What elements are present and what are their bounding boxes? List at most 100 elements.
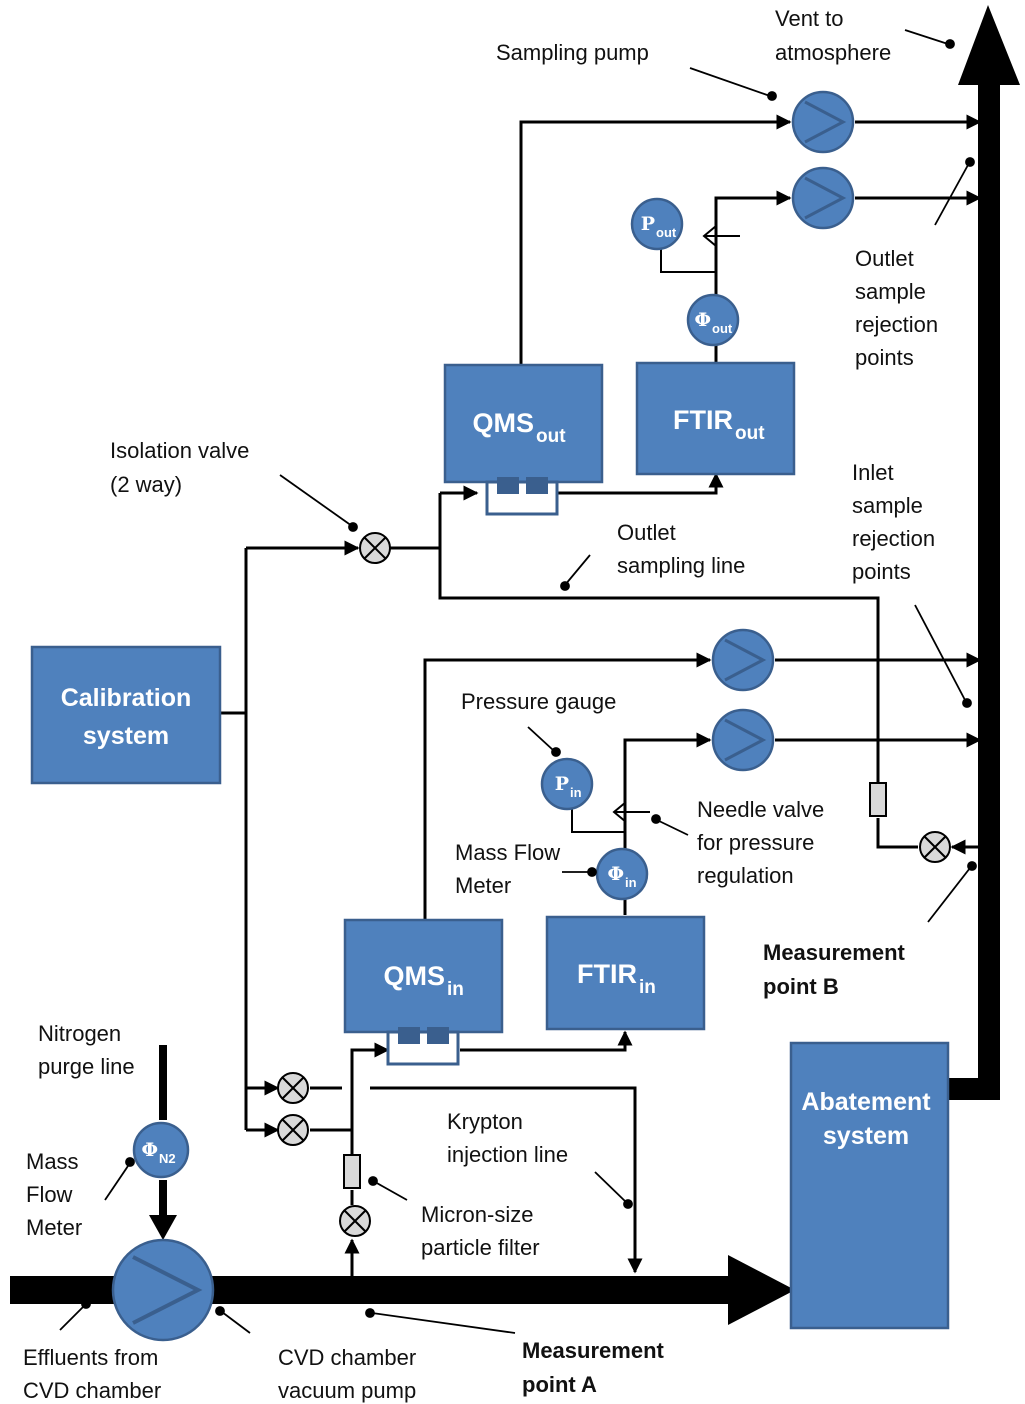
qms-in-label: QMS (383, 961, 445, 991)
pressure-gauge-in: P in (540, 757, 594, 811)
mass-flow-meter-n2: Φ N2 (132, 1121, 190, 1179)
qms-in-unit[interactable]: QMS in (343, 918, 504, 1066)
label-mass-flow-meter-n2: Mass Flow Meter (26, 1149, 82, 1240)
label-inlet-rejection-1: Inlet (852, 460, 894, 485)
label-nitrogen-purge: Nitrogen purge line (38, 1021, 135, 1079)
qms-out-label: QMS (472, 408, 534, 438)
ftir-out-unit[interactable]: FTIR out (635, 361, 796, 476)
label-point-b-1: Measurement (763, 940, 906, 965)
label-needle-valve: Needle valve for pressure regulation (697, 797, 824, 888)
label-outlet-rejection-1: Outlet (855, 246, 914, 271)
label-pressure-gauge: Pressure gauge (461, 689, 616, 714)
isolation-valve-inlet[interactable] (277, 1114, 309, 1146)
label-vent-line-1: Vent to (775, 6, 844, 31)
label-filter-1: Micron-size (421, 1202, 533, 1227)
label-mfm-n2-2: Flow (26, 1182, 73, 1207)
calibration-label-1: Calibration (61, 684, 192, 712)
vent-line (948, 5, 1020, 1100)
label-isolation-valve-1: Isolation valve (110, 438, 249, 463)
label-krypton-line: Krypton injection line (447, 1109, 568, 1167)
label-needle-valve-3: regulation (697, 863, 794, 888)
phi-in-subscript: in (625, 875, 637, 890)
calibration-label-2: system (83, 722, 169, 750)
p-out-subscript: out (656, 225, 677, 240)
label-needle-valve-2: for pressure (697, 830, 814, 855)
phi-n2-subscript: N2 (159, 1151, 176, 1166)
label-inlet-rejection-2: sample (852, 493, 923, 518)
particle-filter-outlet (869, 782, 887, 817)
particle-filter-inlet (343, 1154, 361, 1189)
phi-out-symbol: Φ (694, 309, 711, 331)
label-measurement-point-b: Measurement point B (763, 940, 906, 999)
label-krypton-2: injection line (447, 1142, 568, 1167)
label-mass-flow-meter-in: Mass Flow Meter (455, 840, 560, 898)
sampling-pump-ftir-in[interactable] (711, 708, 775, 772)
label-nitrogen-2: purge line (38, 1054, 135, 1079)
qms-out-unit[interactable]: QMS out (443, 363, 604, 516)
isolation-valve-point-b[interactable] (919, 831, 951, 863)
label-outlet-rejection: Outlet sample rejection points (855, 246, 938, 370)
label-vacuum-pump: CVD chamber vacuum pump (278, 1345, 416, 1403)
label-inlet-rejection-3: rejection (852, 526, 935, 551)
p-in-subscript: in (570, 785, 582, 800)
ftir-in-label: FTIR (577, 959, 637, 989)
label-inlet-rejection-4: points (852, 559, 911, 584)
label-effluents-2: CVD chamber (23, 1378, 161, 1403)
label-mfm-in-1: Mass Flow (455, 840, 560, 865)
label-nitrogen-1: Nitrogen (38, 1021, 121, 1046)
sampling-pump-qms-in[interactable] (711, 628, 775, 692)
ftir-out-subscript: out (735, 423, 765, 444)
label-mfm-in-2: Meter (455, 873, 511, 898)
sampling-pump-qms-out[interactable] (791, 90, 855, 154)
label-outlet-sampling-line-1: Outlet (617, 520, 676, 545)
label-isolation-valve-2: (2 way) (110, 472, 182, 497)
label-measurement-point-a: Measurement point A (522, 1338, 665, 1397)
calibration-system[interactable]: Calibration system (30, 645, 222, 785)
label-point-a-2: point A (522, 1372, 597, 1397)
abatement-label-2: system (823, 1122, 909, 1150)
mass-flow-meter-out: Φ out (686, 293, 740, 347)
pressure-gauge-out: P out (630, 197, 684, 251)
label-inlet-rejection: Inlet sample rejection points (852, 460, 935, 584)
label-vacuum-pump-2: vacuum pump (278, 1378, 416, 1403)
sampling-pump-ftir-out[interactable] (791, 166, 855, 230)
label-point-b-2: point B (763, 974, 839, 999)
p-out-symbol: P (641, 213, 655, 235)
phi-out-subscript: out (712, 321, 733, 336)
callout-leaders (59, 29, 977, 1334)
ftir-in-unit[interactable]: FTIR in (545, 915, 706, 1031)
label-krypton-1: Krypton (447, 1109, 523, 1134)
ftir-out-label: FTIR (673, 405, 733, 435)
isolation-valve-point-a[interactable] (339, 1205, 371, 1237)
nitrogen-purge-line (149, 1045, 177, 1240)
isolation-valve-krypton[interactable] (277, 1072, 309, 1104)
ftir-in-subscript: in (639, 977, 656, 998)
isolation-valve-outlet[interactable] (359, 532, 391, 564)
label-needle-valve-1: Needle valve (697, 797, 824, 822)
sampling-lines (220, 114, 985, 1276)
qms-in-subscript: in (447, 979, 464, 1000)
qms-out-subscript: out (536, 426, 566, 447)
label-mfm-n2-1: Mass (26, 1149, 79, 1174)
needle-valve-out[interactable] (702, 225, 740, 247)
label-outlet-rejection-4: points (855, 345, 914, 370)
label-vent: Vent to atmosphere (775, 6, 891, 65)
abatement-system[interactable]: Abatement system (789, 1041, 950, 1330)
label-filter-2: particle filter (421, 1235, 540, 1260)
label-outlet-sampling-line: Outlet sampling line (617, 520, 745, 578)
needle-valve-in[interactable] (612, 801, 650, 823)
mass-flow-meter-in: Φ in (595, 847, 649, 901)
label-vent-line-2: atmosphere (775, 40, 891, 65)
label-effluents-1: Effluents from (23, 1345, 158, 1370)
label-vacuum-pump-1: CVD chamber (278, 1345, 416, 1370)
label-isolation-valve: Isolation valve (2 way) (110, 438, 249, 497)
label-sampling-pump: Sampling pump (496, 40, 649, 65)
abatement-label-1: Abatement (801, 1088, 931, 1116)
label-outlet-rejection-2: sample (855, 279, 926, 304)
label-point-a-1: Measurement (522, 1338, 665, 1363)
p-in-symbol: P (555, 773, 569, 795)
label-effluents: Effluents from CVD chamber (23, 1345, 161, 1403)
phi-in-symbol: Φ (607, 863, 624, 885)
cvd-vacuum-pump[interactable] (111, 1238, 215, 1342)
label-outlet-sampling-line-2: sampling line (617, 553, 745, 578)
